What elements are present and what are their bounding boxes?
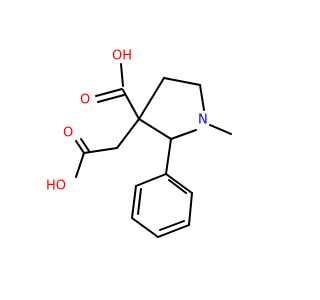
bond-ph-inner-a [168,179,187,194]
bond-ph-6-1 [135,173,167,187]
bond-ph-inner-c [137,188,142,215]
atom-label-oh-left: HO [46,179,66,194]
bond-carboxyl-c-o-dbl-b [97,94,125,103]
bond-c3-ch2 [116,118,140,149]
atom-label-o-carbonyl-top: O [80,93,90,108]
bond-carboxyl-c-o-dbl-a [95,88,123,97]
bond-ring-c4-c5 [163,77,201,86]
bond-ph-inner-b [159,220,185,231]
bond-ph-5-6 [131,185,137,219]
bond-c-oh-top [120,63,124,87]
bond-n-methyl [209,124,232,135]
bond-cooh-c-o-dbl-b [80,138,90,152]
bonds [75,63,232,238]
bond-ring-n-c2 [170,129,197,140]
bond-carboxyl-c-quat [122,89,140,120]
bond-cooh-c-o-dbl-a [75,140,85,154]
bond-ph-2-3 [188,192,193,226]
bond-ring-c2-c3 [138,118,172,140]
bond-ph-1-2 [165,173,193,194]
bond-ch2-cooh-c [83,147,118,154]
atom-label-o-carbonyl-left: O [63,126,73,141]
atom-label-oh-top: OH [112,49,132,64]
molecule-diagram: OH O N O HO [46,49,232,238]
bond-ring-c3-c4 [138,77,165,120]
bond-cooh-c-oh [75,152,85,178]
bond-ring-c5-n [199,84,205,111]
bond-ph-4-5 [131,217,159,238]
atom-label-n-ring: N [198,113,208,128]
bond-c2-phenyl [165,138,172,175]
bond-ph-3-4 [157,224,190,238]
